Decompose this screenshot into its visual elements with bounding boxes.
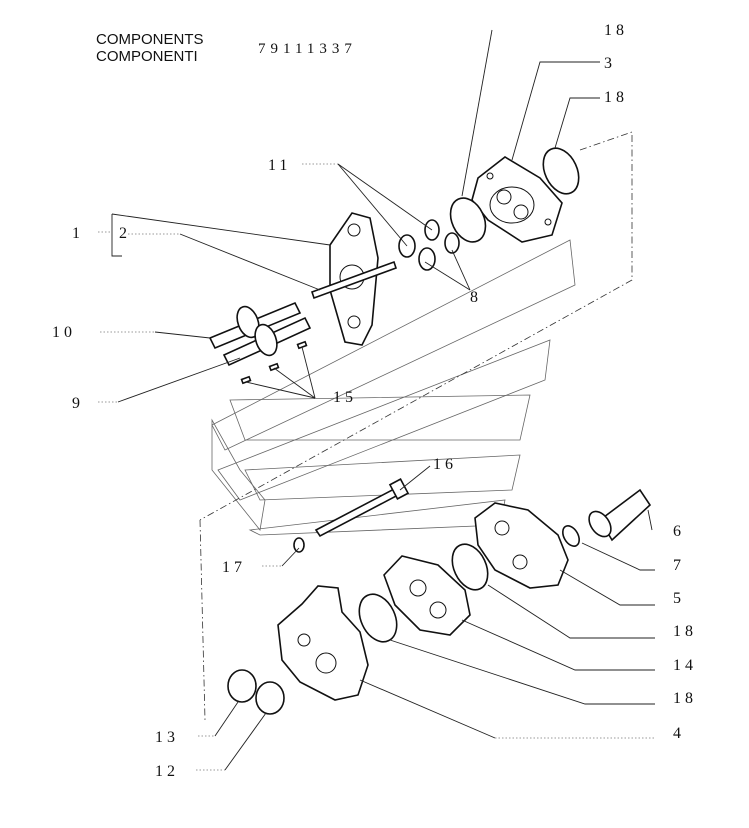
assembly-axis-lower	[199, 519, 206, 721]
bearing-flange	[310, 212, 398, 346]
rear-cover-plate	[471, 156, 563, 243]
part-number: 79111337	[258, 41, 357, 57]
callout-10: 10	[52, 324, 76, 341]
title-components: COMPONENTS	[96, 31, 204, 48]
callout-17: 17	[222, 559, 246, 576]
callout-18-lower: 18	[673, 690, 697, 707]
pump-body	[277, 585, 369, 701]
callout-13: 13	[155, 729, 179, 746]
seal-ring-middle	[451, 543, 489, 591]
callout-12: 12	[155, 763, 179, 780]
callout-7: 7	[673, 557, 685, 574]
callout-8: 8	[470, 289, 482, 306]
callout-15: 15	[333, 389, 357, 406]
fitting-o-ring	[562, 525, 580, 547]
callout-14: 14	[673, 657, 697, 674]
seal-ring-lower	[358, 593, 398, 643]
title-componenti: COMPONENTI	[96, 48, 198, 65]
callout-9: 9	[72, 395, 84, 412]
washer	[293, 537, 305, 553]
callout-18-upper: 18	[604, 89, 628, 106]
assembly-axis-upper	[199, 131, 633, 521]
middle-plate	[383, 555, 471, 636]
driven-gear-shaft	[222, 316, 312, 367]
dowel-pins	[240, 340, 308, 385]
outlet-fitting	[588, 488, 652, 542]
callout-5: 5	[673, 590, 685, 607]
callout-4: 4	[673, 725, 685, 742]
callout-11: 11	[268, 157, 291, 174]
gear-12	[255, 681, 285, 715]
front-cover	[474, 502, 569, 589]
leader-lines	[98, 29, 655, 771]
callout-6: 6	[673, 523, 685, 540]
callout-16: 16	[433, 456, 457, 473]
seal-ring-upper-right	[542, 147, 580, 195]
callout-2: 2	[119, 225, 131, 242]
drive-gear-shaft	[208, 301, 302, 350]
callout-3: 3	[604, 55, 616, 72]
tie-bolt	[314, 478, 410, 538]
callout-18-middle: 18	[673, 623, 697, 640]
gear-13	[227, 669, 257, 703]
callout-18-top: 18	[604, 22, 628, 39]
callout-1: 1	[72, 225, 84, 242]
seal-ring-upper-left	[449, 197, 487, 243]
